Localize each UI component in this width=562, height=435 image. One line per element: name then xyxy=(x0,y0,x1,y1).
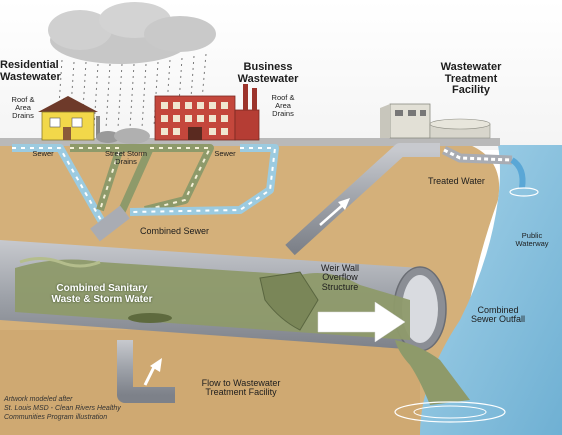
outfall-discharge xyxy=(395,340,470,405)
soil-lower xyxy=(0,330,420,435)
combined-sewer-pipe xyxy=(90,205,130,242)
weir-wall xyxy=(259,271,319,331)
pipe-to-facility xyxy=(285,143,440,256)
label-weir-wall: Weir Wall Overflow Structure xyxy=(321,263,359,292)
label-public-waterway: Public Waterway xyxy=(515,231,549,248)
label-combined-sanitary: Combined Sanitary Waste & Storm Water xyxy=(51,283,153,305)
label-sewer-left: Sewer xyxy=(32,149,54,158)
flow-to-facility-pipe xyxy=(117,340,175,403)
label-artwork-credit: Artwork modeled after St. Louis MSD - Cl… xyxy=(4,396,121,421)
rain-cloud xyxy=(48,2,216,64)
label-roof-drains-right: Roof & Area Drains xyxy=(271,93,295,118)
treated-water-outflow xyxy=(510,157,526,189)
label-street-storm-drains: Street Storm Drains xyxy=(104,149,148,166)
label-sewer-outfall: Combined Sewer Outfall xyxy=(470,305,526,325)
label-treatment-facility: Wastewater Treatment Facility xyxy=(440,61,502,97)
label-roof-drains-left: Roof & Area Drains xyxy=(11,95,35,120)
label-combined-sewer: Combined Sewer xyxy=(140,226,210,236)
label-residential-wastewater: Residential Wastewater xyxy=(0,59,61,83)
label-sewer-right: Sewer xyxy=(214,149,236,158)
public-waterway xyxy=(420,145,562,435)
rain xyxy=(57,53,207,129)
ground-surface xyxy=(0,138,500,146)
house xyxy=(38,96,100,141)
business-building xyxy=(154,84,260,141)
label-treated-water: Treated Water xyxy=(428,176,485,186)
treatment-facility xyxy=(380,103,491,139)
bush xyxy=(96,131,120,143)
bush xyxy=(114,128,150,144)
label-business-wastewater: Business Wastewater xyxy=(237,61,299,85)
label-flow-to-facility: Flow to Wastewater Treatment Facility xyxy=(201,378,281,398)
sewer-pipe-right xyxy=(129,144,279,216)
main-combined-sewer xyxy=(0,240,447,352)
overflow-arrow xyxy=(317,301,406,343)
